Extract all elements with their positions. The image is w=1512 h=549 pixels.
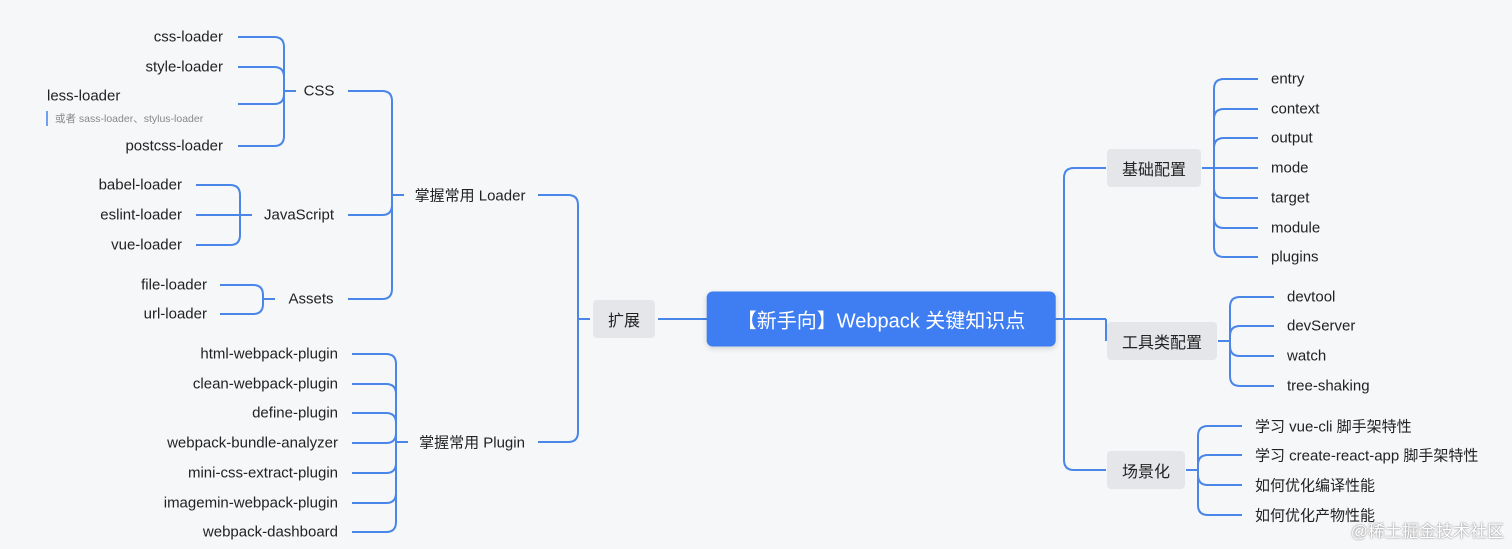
leaf-optimize-build[interactable]: 如何优化编译性能: [1255, 477, 1376, 495]
topic-loader[interactable]: 掌握常用 Loader: [414, 187, 526, 205]
edge-root-right-0: [1063, 167, 1106, 319]
leaf-html-webpack-plugin[interactable]: html-webpack-plugin: [200, 345, 338, 363]
leaf-url-loader[interactable]: url-loader: [143, 305, 207, 323]
edge-basic-2: [1213, 137, 1258, 168]
root-topic[interactable]: 【新手向】Webpack 关键知识点: [706, 291, 1056, 347]
edge-basic-6: [1213, 168, 1258, 258]
leaf-tree-shaking[interactable]: tree-shaking: [1287, 377, 1370, 395]
edge-css-1: [238, 66, 285, 91]
leaf-define-plugin[interactable]: define-plugin: [252, 404, 338, 422]
leaf-css-loader[interactable]: css-loader: [153, 28, 223, 46]
leaf-optimize-output[interactable]: 如何优化产物性能: [1255, 507, 1376, 525]
edge-plugin-3: [352, 432, 397, 444]
leaf-vue-loader[interactable]: vue-loader: [111, 236, 182, 254]
topic-css[interactable]: CSS: [303, 82, 335, 100]
edge-ext-1: [538, 319, 579, 443]
leaf-target[interactable]: target: [1271, 189, 1310, 207]
topic-javascript[interactable]: JavaScript: [263, 206, 335, 224]
topic-tool-config[interactable]: 工具类配置: [1106, 322, 1218, 360]
leaf-devserver[interactable]: devServer: [1287, 317, 1356, 335]
leaf-imagemin-webpack-plugin[interactable]: imagemin-webpack-plugin: [163, 494, 338, 512]
leaf-entry[interactable]: entry: [1271, 70, 1305, 88]
edge-basic-4: [1213, 168, 1258, 199]
leaf-module[interactable]: module: [1271, 219, 1321, 237]
edge-tools-0: [1229, 296, 1274, 341]
edge-css-2: [238, 91, 285, 105]
leaf-mini-css-extract-plugin[interactable]: mini-css-extract-plugin: [187, 464, 338, 482]
leaf-plugins[interactable]: plugins: [1271, 248, 1319, 266]
leaf-webpack-bundle-analyzer[interactable]: webpack-bundle-analyzer: [167, 434, 338, 452]
topic-plugin[interactable]: 掌握常用 Plugin: [419, 434, 525, 452]
note-less-loader: 或者 sass-loader、stylus-loader: [46, 111, 203, 126]
edge-css-3: [238, 91, 285, 147]
edge-scene-1: [1197, 454, 1242, 470]
edge-plugin-4: [352, 442, 397, 474]
edge-basic-0: [1213, 78, 1258, 168]
leaf-devtool[interactable]: devtool: [1287, 288, 1336, 306]
edge-scene-3: [1197, 470, 1242, 516]
edge-scene-2: [1197, 470, 1242, 486]
leaf-create-react-app[interactable]: 学习 create-react-app 脚手架特性: [1255, 447, 1479, 465]
leaf-context[interactable]: context: [1271, 100, 1320, 118]
edge-basic-1: [1213, 108, 1258, 168]
edge-plugin-1: [352, 383, 397, 442]
edge-js-0: [196, 184, 241, 215]
watermark: @稀土掘金技术社区: [1350, 522, 1504, 541]
edge-ext-0: [538, 194, 579, 319]
topic-basic-config[interactable]: 基础配置: [1106, 149, 1202, 187]
leaf-eslint-loader[interactable]: eslint-loader: [100, 206, 182, 224]
edge-root-right-2: [1063, 319, 1106, 471]
leaf-webpack-dashboard[interactable]: webpack-dashboard: [202, 523, 338, 541]
edge-assets-1: [220, 299, 264, 315]
edge-js-2: [196, 215, 241, 246]
topic-scenarios[interactable]: 场景化: [1106, 451, 1186, 489]
leaf-mode[interactable]: mode: [1271, 159, 1309, 177]
topic-assets[interactable]: Assets: [288, 290, 334, 308]
leaf-less-loader[interactable]: less-loader: [47, 87, 121, 105]
edge-tools-1: [1229, 325, 1274, 341]
leaf-file-loader[interactable]: file-loader: [141, 276, 207, 294]
edge-plugin-6: [352, 442, 397, 533]
edge-scene-0: [1197, 425, 1242, 470]
edge-tools-2: [1229, 341, 1274, 357]
edge-assets-0: [220, 284, 264, 299]
leaf-babel-loader[interactable]: babel-loader: [98, 176, 182, 194]
leaf-output[interactable]: output: [1271, 129, 1313, 147]
edge-loader-1: [348, 195, 393, 216]
leaf-watch[interactable]: watch: [1287, 347, 1327, 365]
edge-tools-3: [1229, 341, 1274, 387]
leaf-vue-cli[interactable]: 学习 vue-cli 脚手架特性: [1255, 418, 1412, 436]
edge-loader-2: [348, 195, 393, 300]
leaf-style-loader[interactable]: style-loader: [145, 58, 223, 76]
topic-extension[interactable]: 扩展: [592, 300, 656, 338]
edge-plugin-2: [352, 412, 397, 442]
edge-css-0: [238, 36, 285, 91]
leaf-postcss-loader[interactable]: postcss-loader: [125, 137, 223, 155]
edge-loader-0: [348, 90, 393, 195]
leaf-clean-webpack-plugin[interactable]: clean-webpack-plugin: [192, 375, 338, 393]
edge-plugin-0: [352, 353, 397, 442]
